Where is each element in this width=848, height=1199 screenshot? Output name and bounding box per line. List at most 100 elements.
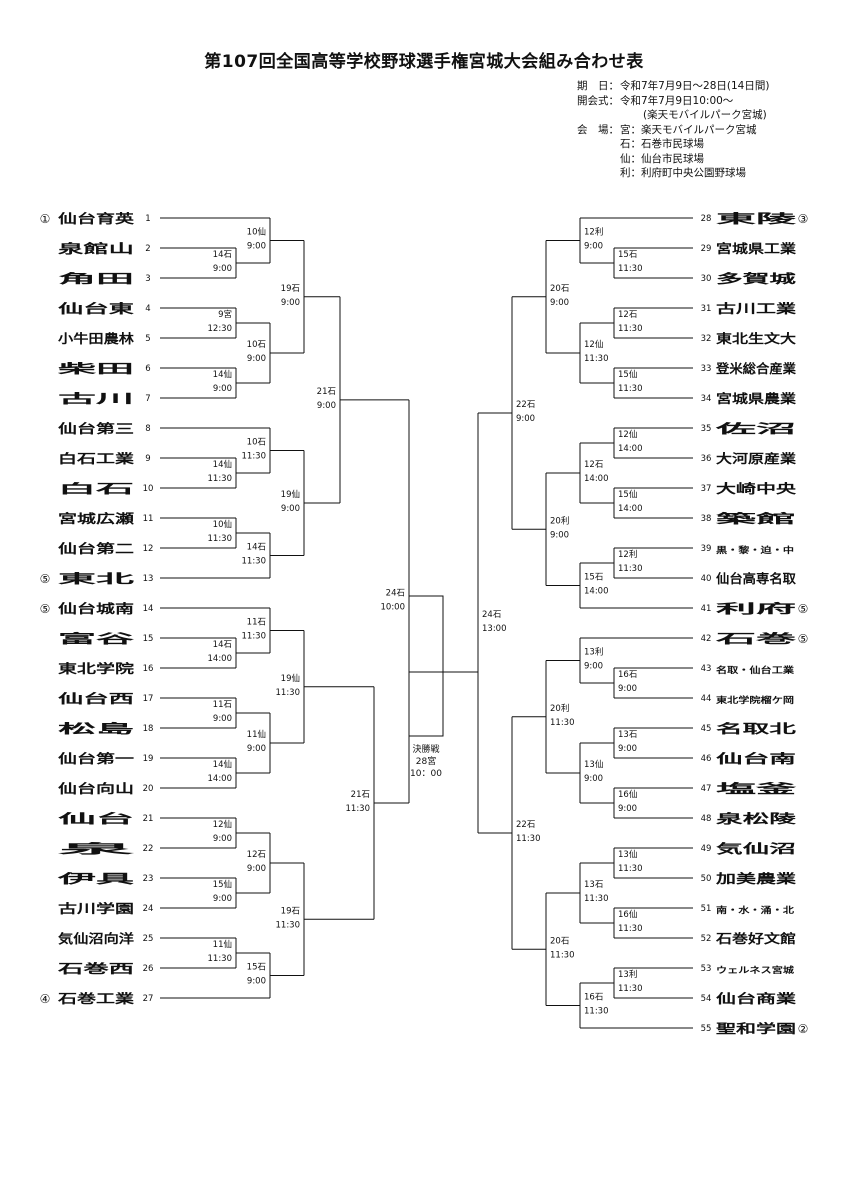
team-number: 4 (145, 304, 150, 314)
team-number: 52 (701, 934, 712, 944)
game-label: 13石 (584, 880, 603, 890)
game-label: 24石 (482, 610, 501, 620)
team-name: 黒・黎・迫・中 (716, 545, 794, 556)
game-time: 14:00 (618, 444, 643, 454)
final-venue: 28宮 (416, 755, 436, 767)
team-name: 伊具 (55, 871, 136, 886)
game-label: 14石 (213, 640, 232, 650)
team-number: 26 (143, 964, 154, 974)
game-time: 9:00 (213, 384, 232, 394)
info-value: 仙：仙台市民球場 (620, 152, 704, 165)
team-name: 東北 (58, 571, 135, 586)
seed-mark: ⑤ (40, 572, 51, 586)
team-number: 6 (145, 364, 150, 374)
game-label: 11仙 (213, 939, 232, 950)
team-name: 仙台商業 (716, 991, 797, 1006)
game-time: 14:00 (208, 774, 233, 784)
game-time: 9:00 (213, 834, 232, 844)
team-number: 27 (143, 994, 154, 1004)
team-name: 泉 (52, 841, 137, 856)
game-time: 11:30 (618, 384, 643, 394)
game-time: 9:00 (213, 264, 232, 274)
team-number: 51 (701, 904, 712, 914)
game-time: 13:00 (482, 624, 507, 634)
game-time: 9:00 (550, 530, 569, 540)
team-name: 仙台第二 (58, 541, 135, 556)
team-name: 仙台南 (716, 751, 797, 766)
game-time: 9:00 (247, 744, 266, 754)
team-name: 仙台育英 (58, 211, 135, 226)
game-time: 11:30 (242, 557, 267, 567)
game-time: 11:30 (618, 324, 643, 334)
game-time: 9:00 (213, 714, 232, 724)
team-number: 44 (701, 694, 712, 704)
team-number: 19 (143, 754, 154, 764)
game-time: 9:00 (281, 504, 300, 514)
game-time: 9:00 (247, 864, 266, 874)
seed-mark: ⑤ (40, 602, 51, 616)
info-value: (楽天モバイルパーク宮城) (643, 109, 767, 121)
game-time: 14:00 (208, 654, 233, 664)
team-number: 11 (143, 514, 154, 524)
team-number: 14 (143, 604, 154, 614)
info-value: 令和7年7月9日～28日(14日間) (620, 80, 770, 92)
game-label: 22石 (516, 400, 535, 410)
team-number: 22 (143, 844, 154, 854)
info-value: 宮：楽天モバイルパーク宮城 (620, 123, 757, 136)
team-number: 55 (701, 1024, 712, 1034)
team-name: 角田 (58, 271, 134, 286)
team-name: 石巻西 (56, 961, 134, 976)
game-label: 12利 (584, 227, 603, 238)
game-label: 12仙 (584, 339, 603, 350)
game-time: 11:30 (208, 534, 233, 544)
game-time: 9:00 (584, 774, 603, 784)
team-number: 46 (701, 754, 712, 764)
game-label: 20石 (550, 284, 569, 294)
team-name: 松島 (58, 721, 135, 736)
final-box (408, 595, 444, 737)
game-time: 12:30 (208, 324, 233, 334)
team-name: 仙台 (58, 811, 134, 826)
game-time: 11:30 (276, 920, 301, 930)
team-number: 15 (143, 634, 154, 644)
game-label: 13仙 (618, 849, 637, 860)
game-time: 9:00 (618, 744, 637, 754)
team-name: 白石工業 (58, 451, 135, 466)
team-number: 21 (143, 814, 154, 824)
game-label: 11仙 (247, 729, 266, 740)
game-time: 9:00 (281, 298, 300, 308)
game-label: 12利 (618, 549, 637, 560)
game-time: 11:30 (242, 452, 267, 462)
team-number: 9 (145, 454, 150, 464)
team-name: 富谷 (58, 631, 135, 646)
game-time: 11:30 (550, 950, 575, 960)
team-name: 多賀城 (716, 271, 797, 286)
team-number: 34 (701, 394, 712, 404)
game-time: 11:30 (516, 834, 541, 844)
team-name: 築館 (713, 511, 796, 526)
game-time: 9:00 (213, 894, 232, 904)
team-number: 36 (701, 454, 712, 464)
game-time: 9:00 (550, 298, 569, 308)
game-time: 9:00 (317, 401, 336, 411)
team-name: 佐沼 (713, 421, 796, 436)
team-name: 仙台高専名取 (716, 571, 797, 586)
game-label: 13利 (584, 647, 603, 658)
game-time: 9:00 (584, 662, 603, 672)
team-name: 石巻好文館 (715, 931, 796, 946)
game-label: 20利 (550, 515, 569, 526)
team-name: 東北学院 (58, 661, 135, 676)
game-time: 14:00 (584, 587, 609, 597)
team-number: 13 (143, 574, 154, 584)
team-name: 加美農業 (714, 871, 796, 886)
team-number: 16 (143, 664, 154, 674)
team-name: 仙台第三 (58, 421, 134, 436)
team-number: 23 (143, 874, 154, 884)
info-value: 令和7年7月9日10:00～ (620, 94, 734, 107)
team-number: 5 (145, 334, 150, 344)
game-time: 11:30 (276, 688, 301, 698)
team-number: 20 (143, 784, 154, 794)
team-number: 47 (701, 784, 712, 794)
game-label: 14石 (213, 250, 232, 260)
